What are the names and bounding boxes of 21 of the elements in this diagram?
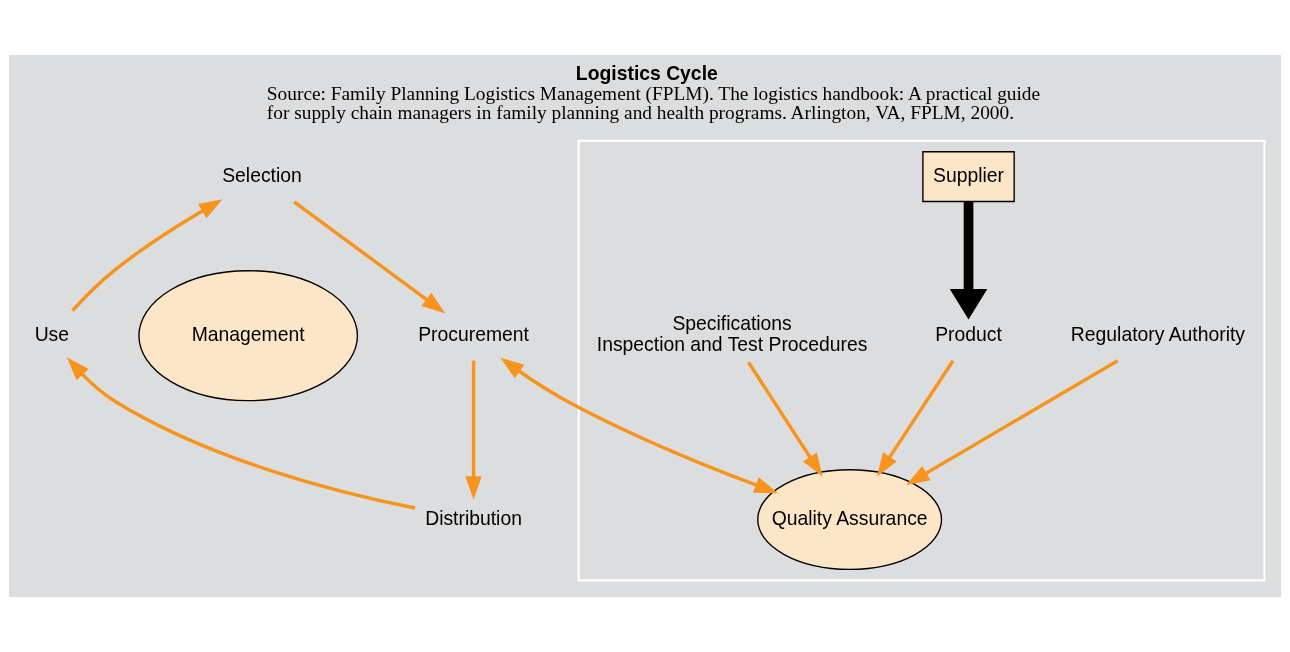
- arrow: [66, 357, 416, 510]
- arrow: [906, 359, 1119, 485]
- arrow: [293, 200, 446, 314]
- node-box: Supplier: [922, 151, 1015, 203]
- arrow: [949, 201, 988, 320]
- node-text: Product: [935, 322, 1002, 345]
- node-text: Distribution: [425, 506, 522, 529]
- cluster: [577, 139, 1266, 582]
- node-text: Use: [34, 322, 70, 345]
- node-ellipse: Management: [138, 270, 359, 402]
- arrow: [500, 357, 778, 494]
- node-text: Procurement: [418, 322, 529, 345]
- arrow: [71, 199, 223, 312]
- node-ellipse: Quality Assurance: [757, 469, 943, 571]
- arrow: [747, 361, 823, 477]
- node-text: Selection: [222, 163, 302, 186]
- arrow: [465, 360, 482, 500]
- diagram-title: Logistics Cycle: [575, 62, 718, 85]
- node-text: Regulatory Authority: [1070, 322, 1246, 345]
- arrow: [876, 359, 955, 477]
- node-text: Specifications Inspection and Test Procedures: [596, 312, 868, 356]
